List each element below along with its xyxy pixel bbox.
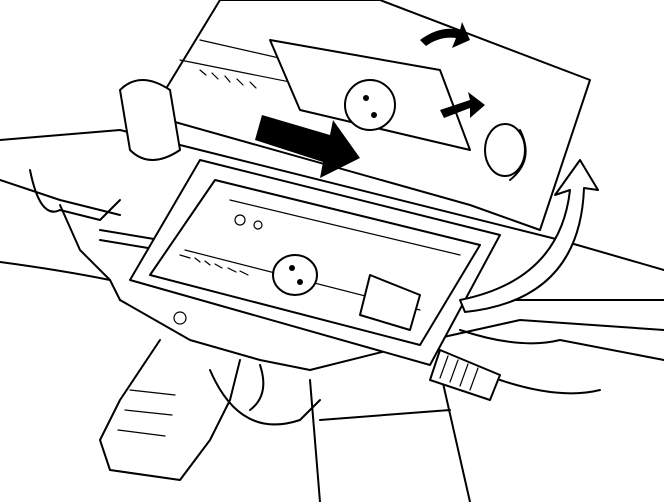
forward-assist — [429, 349, 501, 401]
grip-texture — [117, 389, 176, 437]
trigger — [249, 364, 265, 411]
takedown-pin — [173, 311, 187, 325]
buttstock — [29, 169, 121, 221]
pistol-grip — [99, 339, 241, 481]
bolt-carrier-detail-panel — [149, 0, 591, 231]
pivot-arrow — [459, 159, 599, 313]
inset-receiver-view — [129, 159, 501, 366]
rotate-arrow-top — [420, 22, 470, 48]
rotate-arrow-bolt — [440, 92, 485, 118]
bolt-head — [484, 123, 526, 177]
push-direction-arrow — [255, 115, 360, 178]
buffer-tube-hinge — [119, 79, 181, 161]
curved-arrow-bolt — [509, 129, 527, 181]
trigger-guard — [209, 369, 321, 426]
magazine — [309, 369, 471, 502]
